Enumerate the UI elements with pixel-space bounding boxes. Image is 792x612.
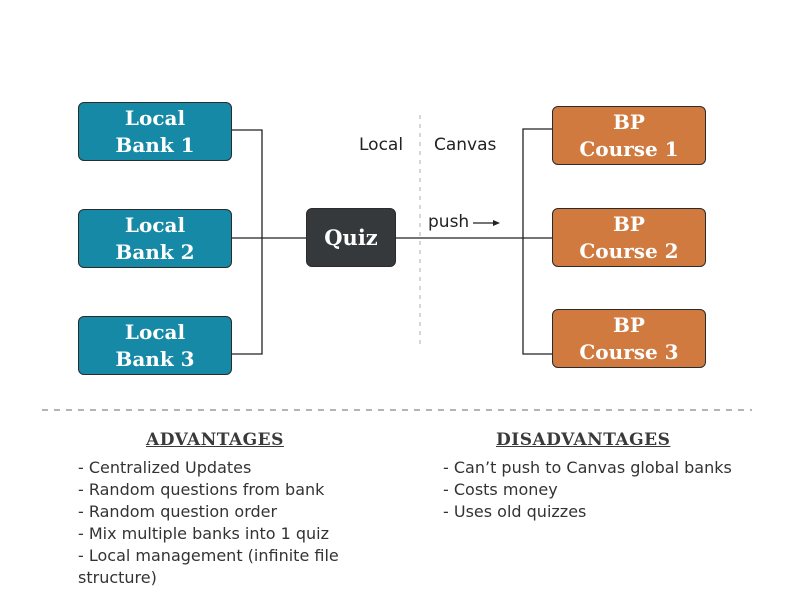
bank-1-line-1: Local (124, 105, 186, 130)
bank-3-line-1: Local (124, 319, 186, 344)
bank-3-line-2: Bank 3 (115, 346, 195, 371)
bank-1-line-2: Bank 1 (115, 132, 195, 157)
quiz-label: Quiz (324, 225, 378, 250)
disadvantages-title: DISADVANTAGES (496, 430, 671, 450)
disadvantage-item: - Uses old quizzes (443, 502, 587, 521)
advantages-title: ADVANTAGES (146, 430, 284, 450)
region-canvas-label: Canvas (434, 135, 497, 155)
advantage-item: - Local management (infinite file struct… (78, 546, 339, 587)
push-label: push (428, 212, 470, 232)
push-arrow (473, 220, 500, 226)
advantages-list: - Centralized Updates - Random questions… (78, 457, 378, 589)
advantage-item: - Random questions from bank (78, 480, 325, 499)
advantage-item: - Random question order (78, 502, 278, 521)
course-1-line-2: Course 1 (579, 136, 679, 161)
course-3-line-1: BP (613, 312, 645, 337)
bank-2-line-2: Bank 2 (115, 239, 195, 264)
quiz-node: Quiz (306, 208, 396, 267)
disadvantage-item: - Costs money (443, 480, 558, 499)
course-2-line-2: Course 2 (579, 238, 679, 263)
region-local-label: Local (359, 135, 404, 155)
disadvantages-list: - Can’t push to Canvas global banks - Co… (443, 457, 763, 523)
bank-2-line-1: Local (124, 212, 186, 237)
bank-1-connector (232, 129, 263, 355)
course-3-line-2: Course 3 (579, 339, 679, 364)
advantage-item: - Mix multiple banks into 1 quiz (78, 524, 330, 543)
advantage-item: - Centralized Updates (78, 458, 252, 477)
course-2-line-1: BP (613, 211, 645, 236)
course-bracket (522, 128, 552, 355)
course-1-line-1: BP (613, 109, 645, 134)
disadvantage-item: - Can’t push to Canvas global banks (443, 458, 732, 477)
